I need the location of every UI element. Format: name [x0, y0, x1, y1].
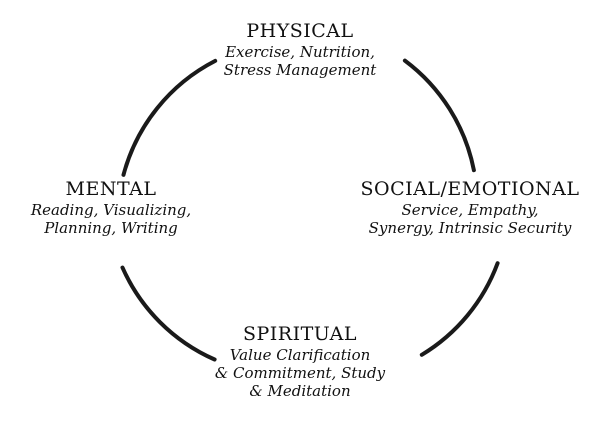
- spiritual-title: SPIRITUAL: [242, 323, 358, 345]
- physical-detail-line-1: Exercise, Nutrition,: [225, 43, 375, 62]
- spiritual-dimension: SPIRITUAL Value Clarification & Commitme…: [190, 323, 410, 400]
- mental-detail-line-2: Planning, Writing: [44, 219, 178, 238]
- spiritual-detail-line-3: & Meditation: [249, 381, 351, 400]
- social-emotional-title: SOCIAL/EMOTIONAL: [360, 178, 580, 200]
- physical-title: PHYSICAL: [246, 20, 354, 42]
- mental-dimension: MENTAL Reading, Visualizing, Planning, W…: [0, 178, 222, 238]
- physical-detail-line-2: Stress Management: [223, 61, 377, 80]
- arc-bottom-right: [419, 261, 500, 357]
- spiritual-detail-line-1: Value Clarification: [229, 346, 371, 365]
- social-emotional-detail-line-2: Synergy, Intrinsic Security: [368, 219, 572, 238]
- arc-top-left: [121, 58, 218, 177]
- social-emotional-dimension: SOCIAL/EMOTIONAL Service, Empathy, Syner…: [340, 178, 600, 238]
- mental-detail-line-1: Reading, Visualizing,: [30, 201, 192, 220]
- arc-bottom-left: [120, 265, 217, 362]
- social-emotional-detail-line-1: Service, Empathy,: [401, 201, 539, 220]
- spiritual-detail-line-2: & Commitment, Study: [214, 364, 386, 383]
- physical-dimension: PHYSICAL Exercise, Nutrition, Stress Man…: [200, 20, 400, 80]
- mental-title: MENTAL: [65, 178, 157, 200]
- arc-top-right: [402, 58, 476, 173]
